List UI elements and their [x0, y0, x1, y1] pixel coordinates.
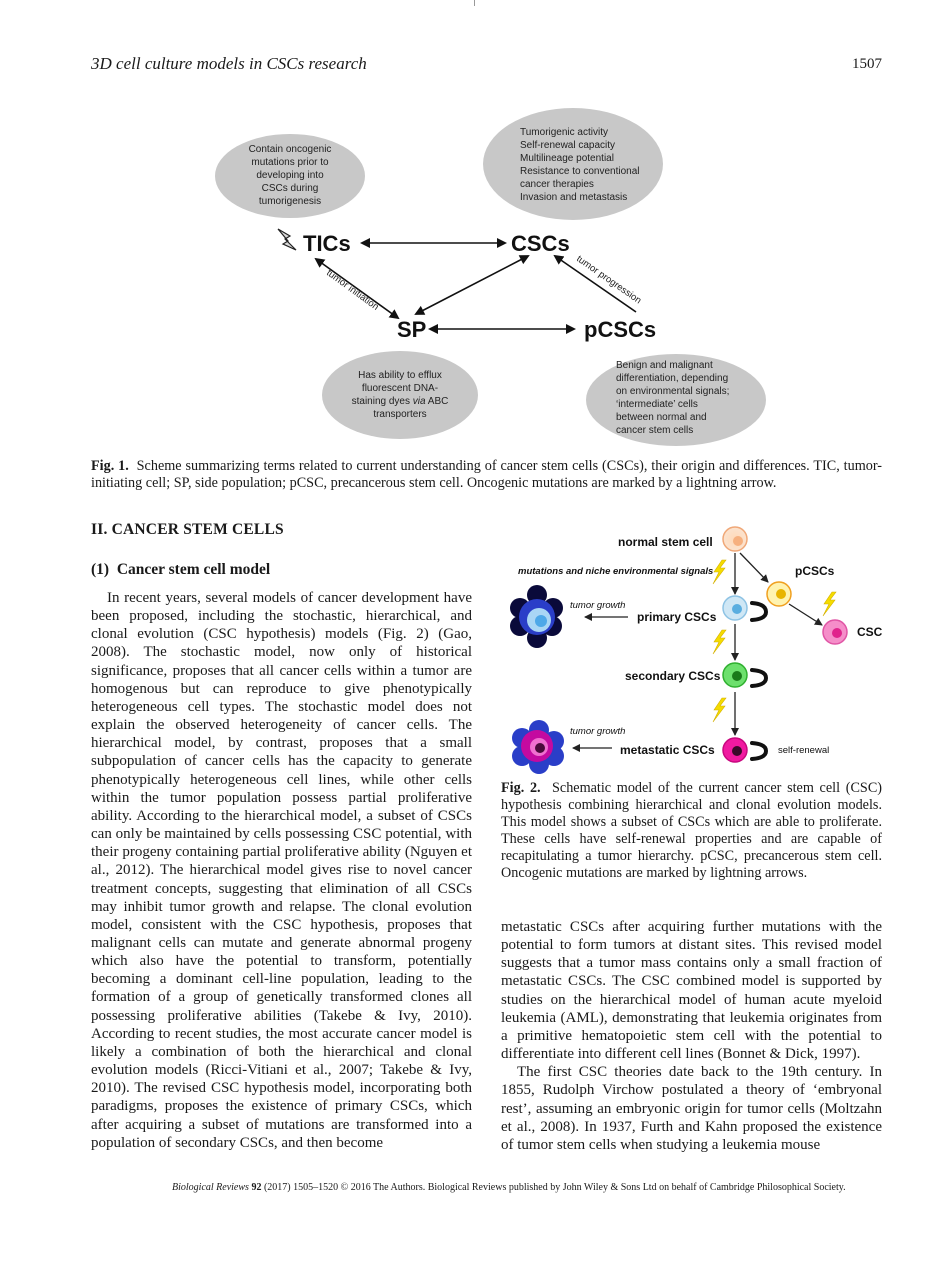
tics-desc-3: developing into [256, 170, 324, 181]
cscs-desc-5: cancer therapies [520, 179, 594, 190]
footer-journal: Biological Reviews [172, 1182, 249, 1193]
node-pcscs: pCSCs [584, 317, 656, 342]
sp-desc-1: Has ability to efflux [358, 370, 442, 381]
running-title: 3D cell culture models in CSCs research [91, 54, 367, 73]
tics-desc-4: CSCs during [262, 183, 319, 194]
figure-1-caption-label: Fig. 1. [91, 458, 129, 474]
lightning-icon-1 [712, 559, 727, 585]
pcscs-desc-1: Benign and malignant [616, 360, 713, 371]
normal-stem-cell-nucleus [733, 536, 743, 546]
lightning-icon-2 [822, 591, 837, 617]
primary-tumor-cluster [510, 585, 563, 648]
metastatic-csc-cell-nucleus [732, 746, 742, 756]
sp-desc-4: transporters [373, 409, 426, 420]
cscs-desc-6: Invasion and metastasis [520, 192, 627, 203]
footer: Biological Reviews 92 (2017) 1505–1520 ©… [172, 1182, 846, 1193]
figure-2: normal stem cell pCSCs primary CSCs CSC … [510, 526, 883, 774]
left-column: In recent years, several models of cance… [91, 589, 472, 1152]
arrow-pcscs-cscs [553, 254, 637, 313]
pcscs-ellipse [586, 354, 766, 446]
label-pcscs: pCSCs [795, 564, 835, 578]
tics-desc-5: tumorigenesis [259, 196, 321, 207]
self-renewal-icon-metastatic [750, 741, 769, 761]
section-heading: II. CANCER STEM CELLS [91, 521, 284, 538]
cscs-desc-3: Multilineage potential [520, 153, 614, 164]
figure-2-caption: Fig. 2. Schematic model of the current c… [501, 780, 882, 882]
arrow-sp-cscs [414, 255, 530, 315]
node-tics: TICs [303, 231, 351, 256]
cscs-desc-2: Self-renewal capacity [520, 140, 615, 151]
label-mutations: mutations and niche environmental signal… [518, 566, 713, 577]
figure-1-caption-text: Scheme summarizing terms related to curr… [91, 458, 883, 491]
figure-2-caption-text: Schematic model of the current cancer st… [501, 780, 883, 881]
page-number: 1507 [852, 56, 882, 72]
right-paragraph-2: The first CSC theories date back to the … [501, 1064, 882, 1153]
pcscs-desc-4: ‘intermediate’ cells [616, 399, 698, 410]
cscs-ellipse [483, 108, 663, 220]
figure-1: Contain oncogenic mutations prior to dev… [215, 108, 766, 446]
pcscs-desc-3: on environmental signals; [616, 386, 729, 397]
right-column: metastatic CSCs after acquiring further … [501, 918, 882, 1154]
secondary-csc-cell-nucleus [732, 671, 742, 681]
sp-desc-2: fluorescent DNA- [362, 383, 438, 394]
csc-cell-nucleus [832, 628, 842, 638]
tics-ellipse [215, 134, 365, 218]
footer-text: (2017) 1505–1520 © 2016 The Authors. Bio… [263, 1182, 846, 1193]
tics-desc-2: mutations prior to [251, 157, 329, 168]
pcscs-desc-5: between normal and [616, 412, 707, 423]
self-renewal-icon-secondary [750, 668, 769, 688]
figure-2-caption-label: Fig. 2. [501, 780, 541, 796]
metastatic-tumor-cluster [512, 720, 564, 774]
subsection-title: Cancer stem cell model [116, 561, 271, 578]
left-paragraph: In recent years, several models of cance… [91, 590, 472, 1151]
arrow-normal-pcsc [739, 552, 769, 583]
cscs-desc-1: Tumorigenic activity [520, 127, 608, 138]
label-tumor-growth-2: tumor growth [570, 726, 625, 737]
pcscs-desc-6: cancer stem cells [616, 425, 693, 436]
arrow-pcsc-csc [788, 603, 823, 626]
label-secondary-cscs: secondary CSCs [625, 669, 721, 683]
label-csc: CSC [857, 625, 883, 639]
label-self-renewal: self-renewal [778, 745, 829, 756]
primary-csc-cell-nucleus [732, 604, 742, 614]
right-paragraph-1: metastatic CSCs after acquiring further … [501, 919, 882, 1063]
self-renewal-icon-primary [750, 601, 769, 622]
sp-ellipse [322, 351, 478, 439]
lightning-icon-3 [712, 629, 727, 655]
pcsc-cell-nucleus [776, 589, 786, 599]
figure-1-caption: Fig. 1. Scheme summarizing terms related… [91, 458, 882, 492]
lightning-icon [277, 228, 297, 251]
pcscs-desc-2: differentiation, depending [616, 373, 728, 384]
label-tumor-growth-1: tumor growth [570, 600, 625, 611]
label-normal-stem-cell: normal stem cell [618, 535, 713, 549]
arrow-tics-sp [314, 257, 400, 320]
cscs-desc-4: Resistance to conventional [520, 166, 640, 177]
label-primary-cscs: primary CSCs [637, 610, 717, 624]
lightning-icon-4 [712, 697, 727, 723]
sp-desc-3: staining dyes via ABC [352, 396, 449, 407]
subsection-number: (1) [91, 561, 110, 578]
footer-volume: 92 [251, 1182, 262, 1193]
top-tick [474, 0, 475, 6]
node-sp: SP [397, 317, 426, 342]
tics-desc-1: Contain oncogenic [249, 144, 332, 155]
node-cscs: CSCs [511, 231, 570, 256]
label-metastatic-cscs: metastatic CSCs [620, 743, 715, 757]
subsection-heading: (1) Cancer stem cell model [91, 561, 270, 579]
